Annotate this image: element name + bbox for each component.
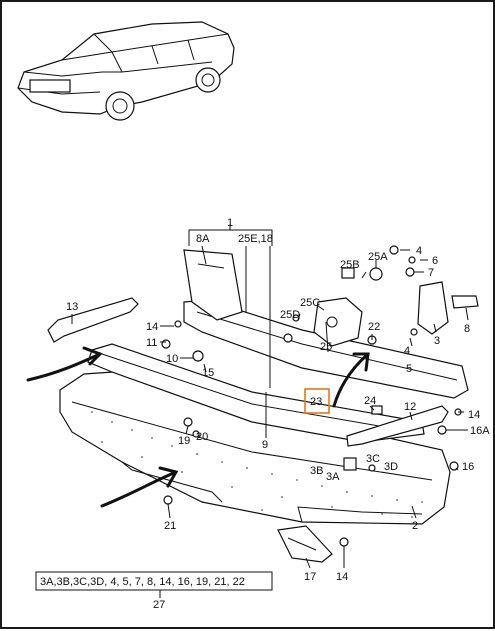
label-17: 17 [304,571,316,583]
label-1: 1 [227,217,233,229]
trim-strip-9 [87,343,425,443]
bumper-carrier [183,249,469,399]
label-23: 23 [310,396,322,408]
label-16a: 16A [470,425,490,437]
car-front-wheel [105,91,135,121]
label-27: 27 [153,599,165,611]
car-rear-wheel [195,67,221,93]
label-2: 2 [412,520,418,532]
label-25d: 25D [280,309,300,321]
fog-insert-17 [277,525,333,563]
label-6: 6 [432,255,438,267]
kit-list-box [35,571,273,591]
label-3d: 3D [384,461,398,473]
fasteners [161,245,462,547]
label-21: 21 [164,520,176,532]
highlight-box-23 [304,388,330,414]
label-10: 10 [166,353,178,365]
label-7: 7 [428,267,434,279]
label-24: 24 [364,395,376,407]
clip-8 [451,295,479,309]
trim-12 [346,405,449,447]
arrow-left-lower [100,470,178,508]
label-4-top: 4 [416,245,422,257]
assembly-1-callout [188,224,273,246]
trim-13 [47,297,139,343]
label-25: 25 [320,341,332,353]
label-12: 12 [404,401,416,413]
label-14-left: 14 [146,321,158,333]
label-11: 11 [146,337,157,349]
label-13: 13 [66,301,78,313]
label-20: 20 [196,431,208,443]
label-22: 22 [368,321,380,333]
label-3a: 3A [326,471,340,483]
arrow-left-upper [26,352,102,382]
label-25c: 25C [300,297,320,309]
arrow-right [332,352,370,408]
label-3b: 3B [310,465,323,477]
label-4-right: 4 [404,345,410,357]
label-15: 15 [202,367,214,379]
bracket-8a [183,249,243,321]
car-illustration [17,21,235,121]
label-14-right: 14 [468,409,480,421]
label-3: 3 [434,335,440,347]
label-9: 9 [262,439,268,451]
label-8a: 8A [196,233,210,245]
label-19: 19 [178,435,190,447]
label-3c: 3C [366,453,380,465]
leader-lines [71,245,469,569]
label-25e-18: 25E,18 [238,233,273,245]
bracket-3 [417,281,479,335]
kit-box [35,571,273,598]
bracket-25 [313,297,363,347]
label-14-bottom: 14 [336,571,348,583]
label-25a: 25A [368,251,388,263]
bumper-texture [91,411,423,518]
kit-list-text: 3A,3B,3C,3D, 4, 5, 7, 8, 14, 16, 19, 21,… [40,576,245,588]
label-8: 8 [464,323,470,335]
label-25b: 25B [340,259,360,271]
annotation-arrows [26,346,370,508]
label-5: 5 [406,363,412,375]
part-labels: 1 8A 25E,18 25B 25A 4 6 7 25D 25C 25 3 8… [40,217,490,611]
label-16: 16 [462,461,474,473]
car-grille [29,79,71,93]
